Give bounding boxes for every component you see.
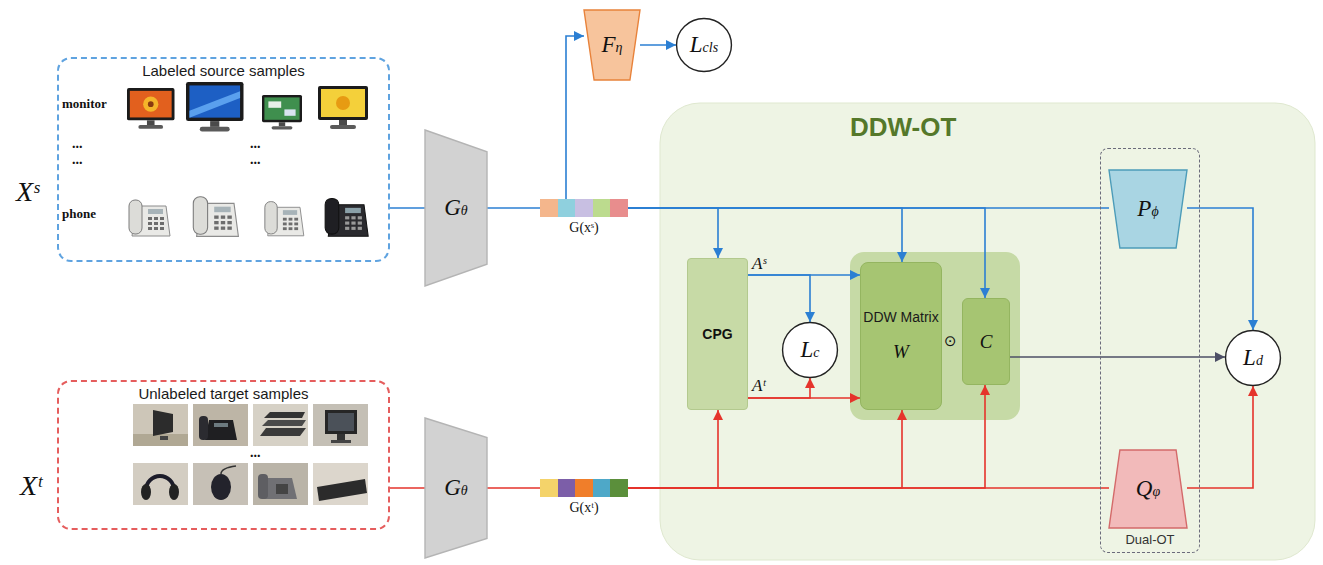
trapezoid-outline: [584, 10, 640, 80]
feature-cell: [558, 479, 576, 497]
connector: [1187, 386, 1253, 488]
node-label: Gθ: [444, 195, 468, 221]
network-trapezoid: Gθ: [425, 130, 487, 286]
connector: [628, 410, 718, 488]
annotation: ...: [72, 136, 83, 152]
feature-cell: [593, 199, 611, 217]
node-label: Lcls: [690, 32, 718, 58]
node-label: Unlabeled target samples: [138, 385, 308, 402]
node-label: Qφ: [1136, 476, 1160, 502]
circle-outline: [783, 323, 838, 378]
node-label: DDW Matrix: [863, 309, 938, 325]
connector: [628, 208, 902, 262]
dashed-group-box: Labeled source samples: [57, 57, 390, 262]
connector: [487, 487, 540, 489]
target-photo: [133, 404, 368, 505]
dashed-group-box: Dual-OT PϕQφ: [1100, 148, 1200, 553]
feature-cell: [610, 199, 628, 217]
monitor-image: [127, 82, 368, 131]
feature-cell: [593, 479, 611, 497]
loss-circle: Lcls: [676, 18, 732, 72]
node-label: Labeled source samples: [142, 62, 305, 79]
connector: [566, 36, 584, 199]
loss-circle: Lc: [782, 322, 838, 378]
connector: [628, 487, 1109, 489]
annotation: Xᵗ: [20, 470, 42, 502]
trapezoid-outline: [1109, 450, 1187, 528]
connector: [390, 487, 425, 489]
process-box: C: [962, 298, 1010, 385]
connector: [1187, 208, 1253, 330]
feature-cells: [540, 479, 628, 497]
annotation: phone: [62, 207, 96, 222]
trapezoid-outline: [425, 418, 487, 558]
annotation: ⊙: [944, 333, 957, 350]
feature-vector: G(xᵗ): [540, 479, 628, 516]
node-label: Ld: [1243, 345, 1263, 371]
connector: [640, 44, 676, 46]
network-trapezoid: Gθ: [425, 418, 487, 558]
feature-cell: [575, 479, 593, 497]
node-label: Lc: [800, 337, 819, 363]
feature-cell: [610, 479, 628, 497]
feature-cell: [540, 479, 558, 497]
annotation: ...: [250, 152, 261, 168]
network-trapezoid: Qφ: [1109, 450, 1187, 528]
module-region: [660, 103, 1315, 560]
process-box: CPG: [687, 258, 748, 410]
trapezoid-outline: [425, 130, 487, 286]
loss-circle: Ld: [1225, 330, 1281, 386]
circle-outline: [1226, 331, 1281, 386]
edge-label: Aᵗ: [752, 376, 765, 396]
node-label: G(xᵗ): [569, 500, 598, 516]
connector: [628, 208, 718, 258]
node-label: W: [893, 341, 909, 363]
node-label: Fη: [601, 32, 622, 58]
connector: [1010, 356, 1225, 358]
feature-cell: [558, 199, 576, 217]
inner-region: [850, 252, 1020, 420]
annotation: Xˢ: [16, 176, 39, 208]
connector: [628, 207, 1109, 209]
dashed-group-box: Unlabeled target samples: [57, 380, 390, 530]
connector: [390, 207, 425, 209]
network-trapezoid: Fη: [584, 10, 640, 80]
network-trapezoid: Pϕ: [1109, 170, 1187, 248]
circle-outline: [677, 19, 732, 72]
node-label: C: [980, 331, 993, 353]
feature-cell: [540, 199, 558, 217]
process-box: DDW MatrixW: [860, 262, 942, 410]
edge-label: Aˢ: [752, 254, 766, 274]
node-label: G(xˢ): [569, 220, 598, 236]
feature-cells: [540, 199, 628, 217]
feature-vector: G(xˢ): [540, 199, 628, 236]
connector: [748, 275, 810, 322]
connector: [628, 410, 902, 488]
trapezoid-outline: [1109, 170, 1187, 248]
module-region: DDW-OT CPG Lc DDW MatrixW C Dual-OT PϕQφ Ld: [660, 103, 1315, 560]
annotation: ...: [250, 136, 261, 152]
phone-image: [129, 197, 368, 237]
node-label: DDW-OT: [850, 113, 956, 143]
node-label: Gθ: [444, 475, 468, 501]
feature-cell: [575, 199, 593, 217]
node-label: Pϕ: [1137, 196, 1158, 222]
connector: [487, 207, 540, 209]
annotation: monitor: [62, 97, 107, 112]
node-label: Dual-OT: [1125, 533, 1174, 548]
node-label: CPG: [702, 326, 732, 342]
annotation: ...: [72, 152, 83, 168]
annotation: ...: [250, 445, 261, 461]
